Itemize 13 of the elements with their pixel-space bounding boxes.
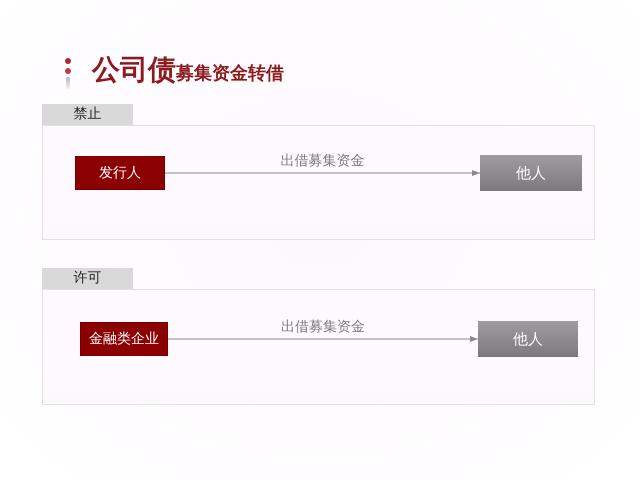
entity-box: 他人 [480,155,582,191]
section-tab: 许可 [42,268,133,289]
edge-label: 出借募集资金 [280,153,364,169]
section-panel [42,268,595,405]
section-panel [42,104,595,240]
section-tab: 禁止 [42,104,133,125]
entity-box: 他人 [478,321,578,357]
title: 公司债募集资金转借 [92,52,284,88]
entity-box: 发行人 [75,156,165,190]
arrow [168,336,478,342]
arrow [164,170,480,176]
entity-box: 金融类企业 [80,322,168,356]
edge-label: 出借募集资金 [281,319,365,335]
